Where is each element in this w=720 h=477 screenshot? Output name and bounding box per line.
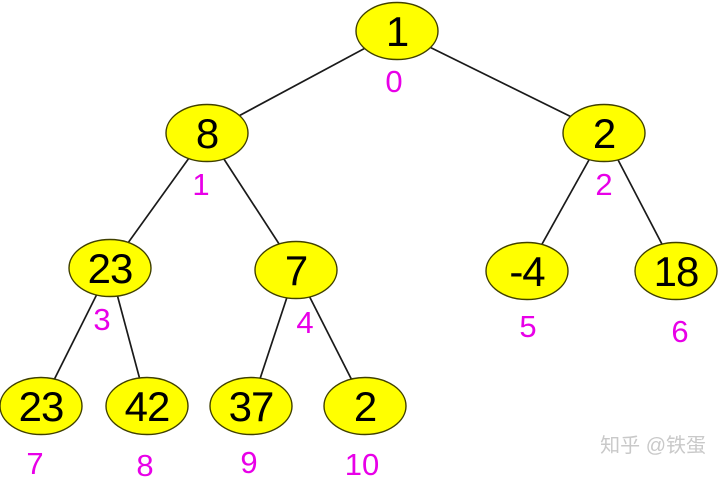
tree-node-8: 42	[105, 376, 189, 436]
tree-node-10: 2	[323, 376, 407, 436]
node-index-label-9: 9	[240, 445, 257, 477]
node-value: 2	[593, 110, 615, 157]
tree-node-3: 23	[68, 238, 152, 298]
node-ellipse	[634, 241, 718, 301]
tree-edges	[40, 30, 677, 407]
node-value: 42	[125, 383, 170, 430]
node-value: 18	[654, 248, 699, 295]
tree-node-2: 2	[562, 103, 646, 163]
node-value: 1	[386, 8, 408, 55]
node-value: 23	[19, 383, 64, 430]
tree-node-6: 18	[634, 241, 718, 301]
node-index-label-10: 10	[345, 447, 379, 477]
node-value: 8	[196, 110, 218, 157]
node-value: 2	[354, 383, 376, 430]
node-index-label-0: 0	[385, 64, 402, 99]
node-index-label-1: 1	[192, 167, 209, 202]
node-ellipse	[323, 376, 407, 436]
node-ellipse	[68, 238, 152, 298]
node-ellipse	[254, 240, 338, 300]
node-index-label-3: 3	[93, 302, 110, 337]
node-value: -4	[509, 248, 545, 295]
tree-node-5: -4	[485, 241, 569, 301]
node-value: 37	[229, 383, 274, 430]
tree-node-7: 23	[0, 376, 83, 436]
index-labels: 0 1 2 3 4 5 6 7 8 9 10	[26, 64, 688, 477]
node-index-label-6: 6	[671, 314, 688, 349]
node-ellipse	[0, 376, 83, 436]
node-value: 23	[88, 245, 133, 292]
watermark: 知乎 @铁蛋	[600, 434, 706, 457]
tree-node-9: 37	[209, 376, 293, 436]
tree-node-4: 7	[254, 240, 338, 300]
node-ellipse	[165, 103, 249, 163]
node-ellipse	[562, 103, 646, 163]
tree-node-1: 8	[165, 103, 249, 163]
node-ellipse	[485, 241, 569, 301]
node-index-label-7: 7	[26, 446, 43, 477]
node-value: 7	[285, 247, 307, 294]
tree-edge-0-2	[396, 30, 605, 134]
node-ellipse	[209, 376, 293, 436]
node-index-label-4: 4	[296, 305, 313, 340]
node-ellipse	[105, 376, 189, 436]
node-index-label-5: 5	[519, 309, 536, 344]
tree-node-0: 1	[355, 1, 439, 61]
node-index-label-8: 8	[136, 448, 153, 477]
node-ellipse	[355, 1, 439, 61]
node-index-label-2: 2	[595, 167, 612, 202]
